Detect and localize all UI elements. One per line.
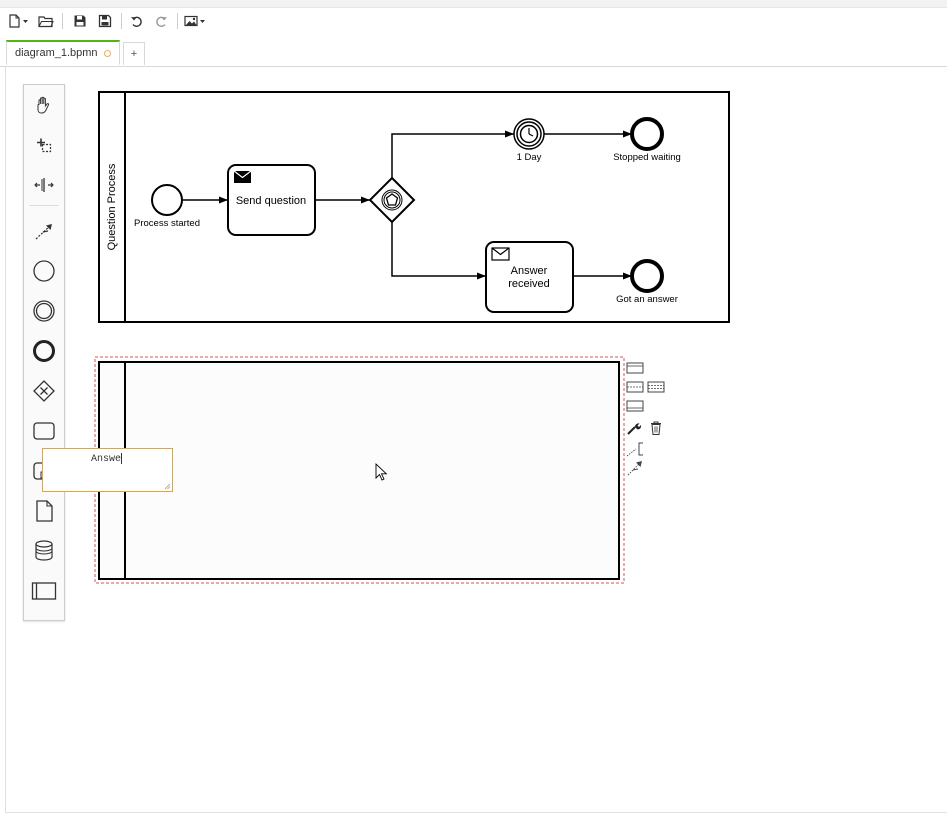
export-image-icon[interactable] [181, 10, 211, 32]
sequence-flow[interactable] [391, 130, 514, 178]
data-store-icon[interactable] [28, 535, 60, 567]
connect-icon[interactable] [626, 460, 644, 476]
delete-icon[interactable] [647, 420, 665, 436]
start-event-icon[interactable] [28, 255, 60, 287]
pool-label: Question Process [106, 163, 118, 250]
text-caret [121, 453, 123, 464]
timer-event[interactable] [513, 118, 545, 150]
context-pad [626, 360, 671, 480]
end-stopped-label: Stopped waiting [613, 152, 681, 163]
change-type-icon[interactable] [626, 420, 644, 436]
envelope-outline-icon [491, 247, 510, 261]
end-event-answer[interactable] [630, 259, 664, 293]
open-folder-icon[interactable] [35, 10, 57, 32]
canvas[interactable] [5, 67, 947, 813]
save-icon[interactable] [69, 10, 91, 32]
tab-bar: diagram_1.bpmn + [0, 40, 947, 67]
toolbar-separator [62, 13, 63, 29]
data-object-icon[interactable] [28, 495, 60, 527]
end-event-stopped[interactable] [630, 117, 664, 151]
envelope-filled-icon [233, 170, 252, 183]
mouse-cursor-icon [375, 462, 388, 481]
answer-received-label-1: Answer [511, 265, 548, 277]
label-edit-input[interactable]: Answe [42, 448, 173, 492]
toolbar-separator [177, 13, 178, 29]
event-based-gateway[interactable] [368, 176, 416, 224]
answer-received-label-2: received [508, 278, 550, 290]
divide-two-lanes-icon[interactable] [626, 379, 644, 395]
lasso-tool-icon[interactable] [28, 129, 60, 161]
start-event-label: Process started [134, 218, 200, 229]
intermediate-event-icon[interactable] [28, 295, 60, 327]
sequence-flow[interactable] [391, 222, 486, 280]
space-tool-icon[interactable] [28, 169, 60, 201]
toolbar-separator [121, 13, 122, 29]
add-tab-button[interactable]: + [123, 42, 145, 65]
send-question-label: Send question [236, 195, 306, 207]
divide-three-lanes-icon[interactable] [647, 379, 665, 395]
timer-event-label: 1 Day [517, 152, 542, 163]
pool-new[interactable] [98, 361, 620, 580]
gateway-icon[interactable] [28, 375, 60, 407]
tool-palette [23, 84, 65, 621]
palette-separator [29, 205, 59, 206]
start-event[interactable] [151, 184, 183, 216]
resize-grip-icon[interactable] [164, 483, 171, 490]
lane-above-icon[interactable] [626, 360, 644, 376]
undo-icon[interactable] [126, 10, 148, 32]
top-strip [0, 0, 947, 8]
connect-tool-icon[interactable] [28, 215, 60, 247]
hand-tool-icon[interactable] [28, 89, 60, 121]
pool-icon[interactable] [28, 575, 60, 607]
tab-label: diagram_1.bpmn [15, 47, 98, 59]
save-as-icon[interactable] [94, 10, 116, 32]
pool-question-process[interactable] [98, 91, 730, 323]
unsaved-indicator-icon [103, 49, 111, 57]
task-icon[interactable] [28, 415, 60, 447]
tab-diagram[interactable]: diagram_1.bpmn [6, 40, 120, 65]
redo-icon[interactable] [150, 10, 172, 32]
lane-below-icon[interactable] [626, 398, 644, 414]
text-annotation-icon[interactable] [626, 441, 644, 457]
toolbar [0, 10, 947, 32]
end-answer-label: Got an answer [616, 294, 678, 305]
end-event-icon[interactable] [28, 335, 60, 367]
new-diagram-icon[interactable] [4, 10, 32, 32]
label-edit-text: Answe [91, 454, 122, 466]
